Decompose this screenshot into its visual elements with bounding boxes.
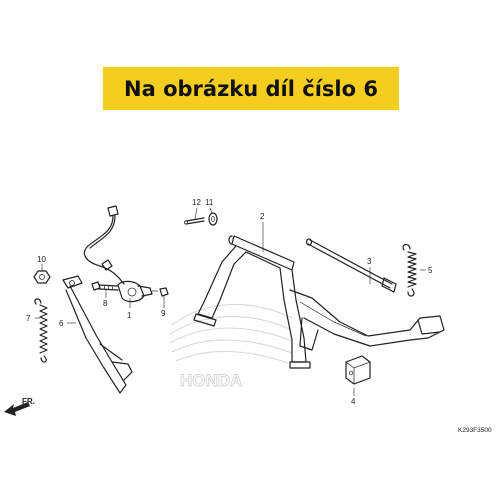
callout-12: 12 bbox=[192, 198, 201, 207]
callout-8: 8 bbox=[103, 299, 108, 308]
direction-label: FR. bbox=[22, 397, 35, 406]
honda-watermark-text: HONDA bbox=[180, 371, 242, 390]
bolt-part-8 bbox=[91, 281, 119, 291]
part-number-banner: Na obrázku díl číslo 6 bbox=[103, 67, 399, 110]
washer-part-11 bbox=[208, 212, 218, 226]
callout-6: 6 bbox=[59, 319, 64, 328]
callout-10: 10 bbox=[37, 255, 46, 264]
callout-7: 7 bbox=[26, 314, 31, 323]
callout-11: 11 bbox=[205, 198, 214, 207]
front-direction-indicator: FR. bbox=[4, 397, 35, 416]
callout-4: 4 bbox=[351, 397, 356, 406]
callout-2: 2 bbox=[260, 212, 265, 221]
stopper-part-4 bbox=[345, 355, 371, 385]
callout-5: 5 bbox=[428, 266, 433, 275]
callout-1: 1 bbox=[127, 311, 132, 320]
diagram-code: K293F3500 bbox=[458, 427, 492, 434]
side-stand-switch-part-1 bbox=[83, 205, 153, 303]
callout-3: 3 bbox=[367, 257, 372, 266]
spring-part-5 bbox=[402, 244, 417, 297]
spring-part-7 bbox=[34, 298, 48, 363]
callout-labels: 1 2 3 4 5 6 7 8 9 10 11 12 bbox=[26, 198, 433, 406]
bolt-part-9 bbox=[152, 287, 169, 297]
nut-part-10 bbox=[33, 270, 51, 284]
shaft-part-3 bbox=[305, 238, 397, 293]
side-stand-part-6 bbox=[62, 275, 133, 394]
direction-arrow-icon bbox=[4, 402, 30, 416]
honda-wing-watermark: HONDA bbox=[169, 303, 293, 390]
leader-lines bbox=[35, 207, 426, 396]
pin-part-12 bbox=[184, 217, 205, 225]
callout-9: 9 bbox=[161, 309, 166, 318]
main-stand-part-2 bbox=[193, 235, 445, 369]
